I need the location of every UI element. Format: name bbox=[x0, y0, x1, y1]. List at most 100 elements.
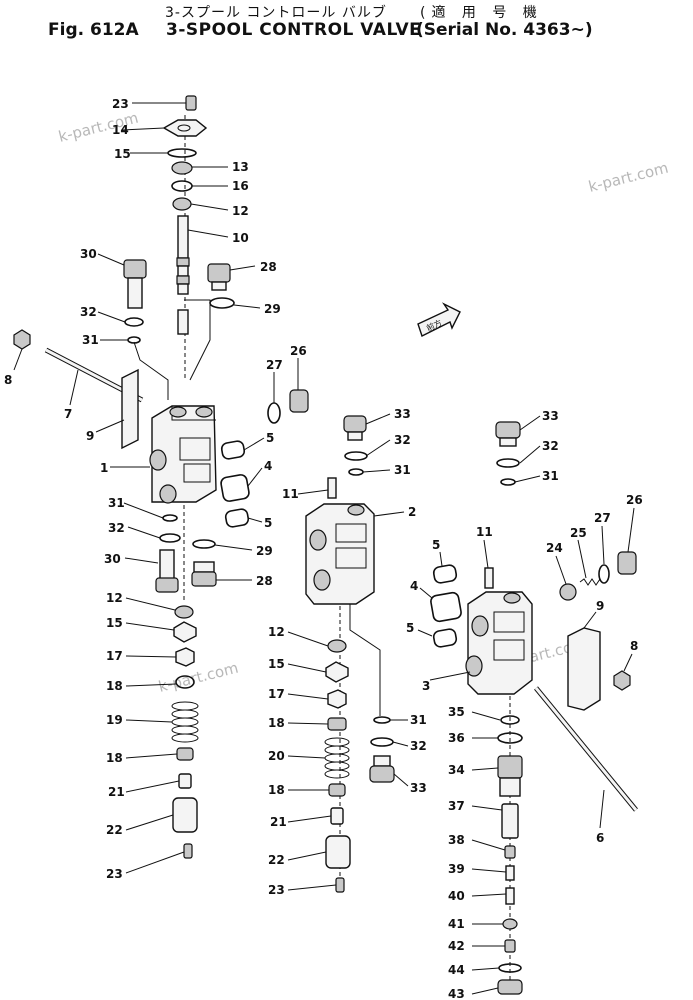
callout-9: 9 bbox=[86, 429, 94, 443]
part-30-plug bbox=[155, 549, 179, 593]
leader-lines bbox=[13, 102, 635, 995]
part-4-gasket bbox=[220, 474, 250, 502]
front-direction-arrow: 前方 bbox=[417, 302, 461, 337]
callout-29: 29 bbox=[264, 302, 281, 316]
part-26-plug bbox=[289, 389, 309, 413]
part-33-plug bbox=[495, 421, 521, 439]
part-23-bolt bbox=[335, 877, 345, 893]
callout-18c: 18 bbox=[268, 716, 285, 730]
part-28-plug bbox=[207, 263, 231, 291]
callout-12: 12 bbox=[232, 204, 249, 218]
part-4-gasket bbox=[430, 591, 462, 623]
part-26-plug bbox=[617, 551, 637, 575]
part-12-seal bbox=[172, 197, 192, 211]
callout-2: 2 bbox=[408, 505, 416, 519]
section-3-parts bbox=[430, 421, 638, 995]
callout-5b: 5 bbox=[264, 516, 272, 530]
part-19-spring bbox=[171, 701, 199, 743]
callout-32: 32 bbox=[80, 305, 97, 319]
callout-8: 8 bbox=[4, 373, 12, 387]
part-11-spool-end bbox=[484, 567, 494, 589]
callout-22: 22 bbox=[106, 823, 123, 837]
callout-20: 20 bbox=[268, 749, 285, 763]
callout-13: 13 bbox=[232, 160, 249, 174]
part-5-gasket bbox=[432, 628, 458, 648]
callout-30b: 30 bbox=[104, 552, 121, 566]
part-30-plug bbox=[123, 259, 147, 309]
callout-38: 38 bbox=[448, 833, 465, 847]
callout-15c: 15 bbox=[268, 657, 285, 671]
part-31-oring bbox=[162, 514, 178, 522]
figure-number: Fig. 612A bbox=[48, 20, 139, 40]
callout-12b: 12 bbox=[106, 591, 123, 605]
callout-29b: 29 bbox=[256, 544, 273, 558]
part-18-seat bbox=[327, 717, 347, 731]
part-32-oring bbox=[370, 737, 394, 747]
part-15-gasket bbox=[167, 148, 197, 158]
callout-37: 37 bbox=[448, 799, 465, 813]
diagram-header: 3-スプール コントロール バルブ Fig. 612A 3-SPOOL CONT… bbox=[0, 0, 693, 60]
part-5-gasket bbox=[224, 508, 250, 528]
part-38-piston bbox=[504, 845, 516, 859]
watermark: k-part.com bbox=[157, 659, 241, 696]
part-12-seal bbox=[327, 639, 347, 653]
part-8-nut bbox=[613, 670, 631, 691]
part-43-cap bbox=[497, 979, 523, 995]
callout-23b: 23 bbox=[106, 867, 123, 881]
callout-17b: 17 bbox=[268, 687, 285, 701]
part-35-oring bbox=[500, 715, 520, 725]
callout-5d: 5 bbox=[406, 621, 414, 635]
callout-39: 39 bbox=[448, 862, 465, 876]
callout-44: 44 bbox=[448, 963, 465, 977]
part-31-oring bbox=[373, 716, 391, 724]
callout-42: 42 bbox=[448, 939, 465, 953]
part-25-spring bbox=[579, 578, 601, 586]
callout-11: 11 bbox=[282, 487, 299, 501]
callout-36: 36 bbox=[448, 731, 465, 745]
callout-26b: 26 bbox=[626, 493, 643, 507]
callout-5: 5 bbox=[266, 431, 274, 445]
part-33-plug bbox=[343, 415, 367, 433]
part-2-valve-body bbox=[305, 503, 375, 605]
part-23-bolt bbox=[185, 95, 197, 111]
callout-31c: 31 bbox=[394, 463, 411, 477]
callout-1: 1 bbox=[100, 461, 108, 475]
part-21-bolt bbox=[330, 807, 344, 825]
part-22-cap bbox=[325, 835, 351, 869]
part-1-valve-body bbox=[149, 405, 217, 504]
part-14-cap bbox=[162, 119, 208, 137]
callout-27b: 27 bbox=[594, 511, 611, 525]
callout-23c: 23 bbox=[268, 883, 285, 897]
callout-9b: 9 bbox=[596, 599, 604, 613]
part-12-seal bbox=[174, 605, 194, 619]
part-31-oring bbox=[348, 468, 364, 476]
callout-23: 23 bbox=[112, 97, 129, 111]
part-9-bracket bbox=[121, 368, 139, 450]
part-18-seat bbox=[176, 747, 194, 761]
callout-11b: 11 bbox=[476, 525, 493, 539]
callout-4: 4 bbox=[264, 459, 272, 473]
callout-3: 3 bbox=[422, 679, 430, 693]
part-27-oring bbox=[598, 564, 610, 584]
part-20-spring bbox=[324, 737, 350, 779]
callout-27: 27 bbox=[266, 358, 283, 372]
callout-28: 28 bbox=[260, 260, 277, 274]
callout-31b: 31 bbox=[108, 496, 125, 510]
part-17-retainer bbox=[327, 689, 347, 709]
callout-22b: 22 bbox=[268, 853, 285, 867]
part-5-gasket bbox=[220, 440, 246, 460]
callout-8b: 8 bbox=[630, 639, 638, 653]
callout-5c: 5 bbox=[432, 538, 440, 552]
callout-32b: 32 bbox=[108, 521, 125, 535]
callout-32d: 32 bbox=[410, 739, 427, 753]
callout-12c: 12 bbox=[268, 625, 285, 639]
callout-18d: 18 bbox=[268, 783, 285, 797]
part-27-oring bbox=[267, 402, 281, 424]
part-29-oring bbox=[209, 297, 235, 309]
callout-7: 7 bbox=[64, 407, 72, 421]
part-37-sleeve bbox=[501, 803, 519, 839]
callout-17: 17 bbox=[106, 649, 123, 663]
part-16-ring bbox=[171, 180, 193, 192]
part-10-spool bbox=[176, 215, 190, 335]
callout-26: 26 bbox=[290, 344, 307, 358]
